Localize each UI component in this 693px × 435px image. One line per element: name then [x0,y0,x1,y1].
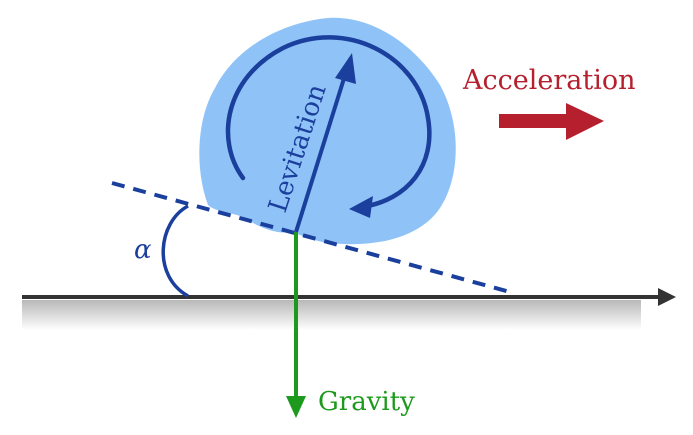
rotation-arc [225,35,432,210]
acceleration-arrow-shaft [499,114,571,128]
rotation-arrowhead [349,196,373,218]
tilted-plane-dashed [111,181,511,294]
ground-shadow [22,300,641,330]
levitation-arrow-shaft [294,71,348,233]
levitation-arrowhead [335,53,356,84]
angle-arc [161,204,189,298]
angle-label: α [134,235,152,265]
gravity-label: Gravity [318,387,415,417]
acceleration-arrowhead [566,103,604,140]
acceleration-label: Acceleration [462,65,635,96]
gravity-arrowhead [286,396,306,418]
ground-arrowhead [658,288,676,306]
